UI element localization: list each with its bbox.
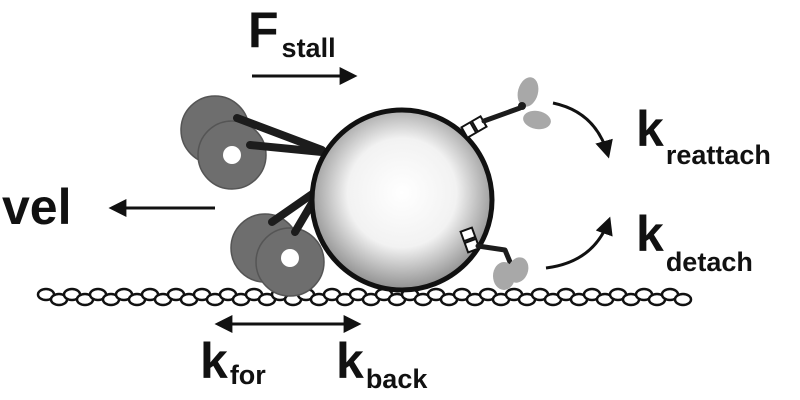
k-back-label: kback xyxy=(336,333,428,394)
cargo-bead xyxy=(309,107,495,293)
k-for-symbol: k xyxy=(200,333,228,389)
stall-force-symbol: F xyxy=(248,2,279,58)
k-reattach-subscript: reattach xyxy=(666,140,771,170)
k-for-label: kfor xyxy=(200,333,266,390)
k-back-subscript: back xyxy=(366,364,429,394)
reattach-arrow xyxy=(552,101,613,159)
motor-upper-right-detached xyxy=(460,77,551,140)
motor-upper-left xyxy=(180,95,326,190)
k-detach-label: kdetach xyxy=(636,206,753,277)
k-reattach-symbol: k xyxy=(636,101,664,157)
detach-arrow xyxy=(545,216,613,270)
velocity-label: vel xyxy=(2,179,72,235)
k-detach-symbol: k xyxy=(636,206,664,262)
microtubule-filament xyxy=(36,287,693,307)
k-back-symbol: k xyxy=(336,333,364,389)
k-reattach-label: kreattach xyxy=(636,101,771,170)
k-for-subscript: for xyxy=(230,360,266,390)
k-detach-subscript: detach xyxy=(666,247,753,277)
filament-bead xyxy=(673,292,693,307)
stall-force-subscript: stall xyxy=(282,33,336,63)
motor-lower-right-detached xyxy=(459,226,529,290)
